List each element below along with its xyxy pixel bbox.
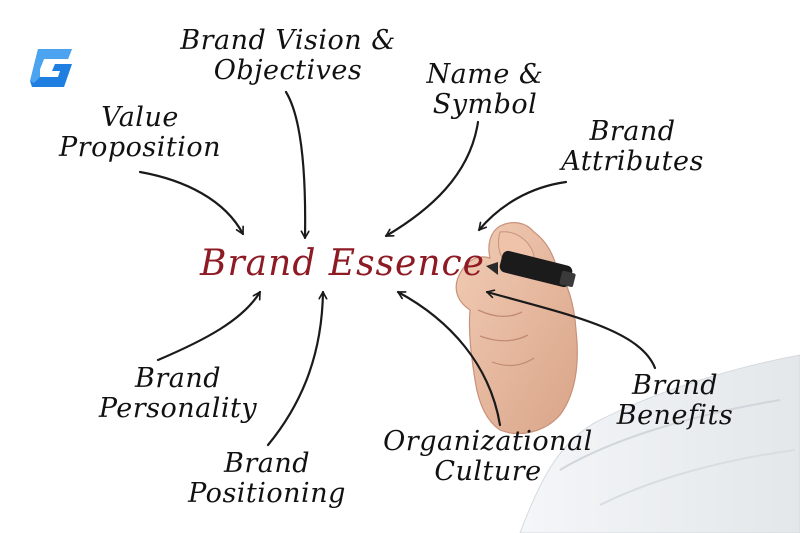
shirt-sleeve (519, 354, 800, 533)
arrow-from-personality (156, 290, 262, 362)
arrow-from-attributes (477, 180, 568, 232)
node-positioning-line1: Brand (223, 448, 311, 479)
node-value-line1: Value (101, 102, 179, 133)
finger-crease (491, 357, 535, 367)
finger-crease (477, 309, 523, 317)
center-label: Brand Essence (200, 243, 485, 284)
arrow-from-value (138, 170, 245, 236)
node-brand-attributes: Brand Attributes (550, 117, 715, 177)
arrow-from-positioning (266, 290, 323, 447)
node-culture-line1: Organizational (383, 426, 593, 457)
sleeve-fold (559, 399, 781, 471)
node-organizational-culture: Organizational Culture (362, 427, 614, 487)
node-name-line2: Symbol (432, 89, 538, 120)
marker-pen (486, 250, 576, 288)
arrow-from-name (384, 120, 480, 238)
node-name-symbol: Name & Symbol (420, 60, 550, 120)
node-vision: Brand Vision & Objectives (168, 26, 408, 86)
node-value-line2: Proposition (59, 132, 221, 163)
finger-crease (479, 334, 529, 342)
node-positioning-line2: Positioning (188, 478, 346, 509)
sleeve-fold (599, 449, 796, 506)
node-vision-line1: Brand Vision & (180, 25, 396, 56)
node-personality-line2: Personality (98, 393, 258, 424)
node-benefits-line2: Benefits (616, 400, 734, 431)
node-vision-line2: Objectives (213, 55, 363, 86)
arrow-from-benefits (485, 292, 657, 370)
node-personality-line1: Brand (134, 363, 222, 394)
node-brand-positioning: Brand Positioning (172, 449, 362, 509)
node-brand-benefits: Brand Benefits (605, 371, 745, 431)
arrow-from-vision (284, 90, 305, 240)
node-attributes-line2: Attributes (561, 146, 704, 177)
node-brand-personality: Brand Personality (88, 364, 268, 424)
node-name-line1: Name & (426, 59, 544, 90)
node-benefits-line1: Brand (631, 370, 719, 401)
company-logo-icon (30, 49, 72, 87)
arrow-from-culture (396, 290, 502, 427)
node-value-proposition: Value Proposition (45, 103, 235, 163)
node-culture-line2: Culture (434, 456, 542, 487)
node-attributes-line1: Brand (589, 116, 676, 147)
